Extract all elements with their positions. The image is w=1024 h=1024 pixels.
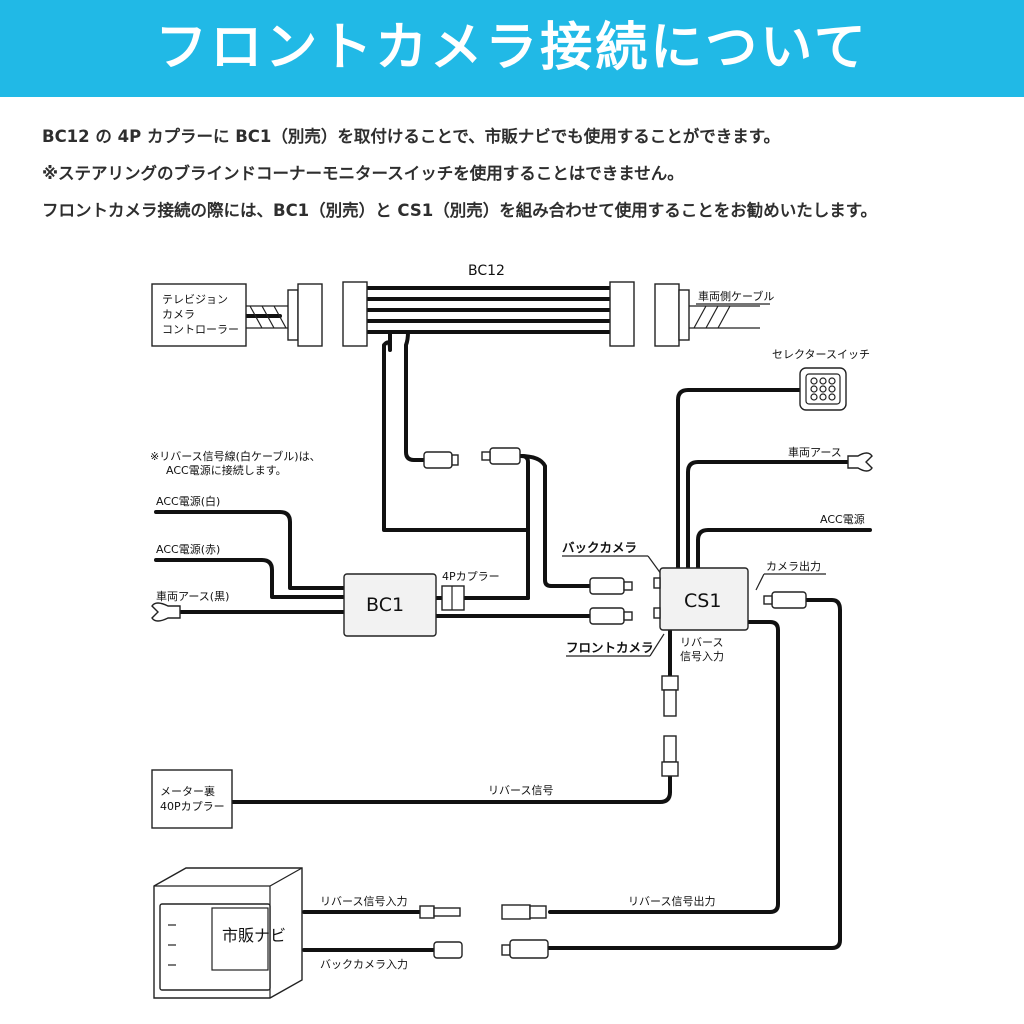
coupler-4p — [441, 585, 465, 611]
tv-controller-coupler — [287, 289, 299, 341]
navi-label: 市販ナビ — [222, 926, 286, 945]
reverse-input-spade-male — [661, 675, 679, 717]
cs1-unit — [659, 567, 749, 631]
reverse-output-label: リバース信号出力 — [628, 894, 715, 908]
note-line-1: BC12 の 4P カプラーに BC1（別売）を取付けることで、市販ナビでも使用… — [42, 127, 781, 146]
reverse-input-label-1: リバース — [680, 636, 723, 649]
camera-output-label: カメラ出力 — [766, 559, 821, 573]
navi-reverse-spade-male — [419, 905, 461, 919]
navi-reverse-input-label: リバース信号入力 — [320, 895, 407, 908]
tv-controller-label-1: テレビジョン — [162, 293, 228, 306]
tv-controller-box — [151, 283, 247, 347]
note-line-3: フロントカメラ接続の際には、BC1（別売）と CS1（別売）を組み合わせて使用す… — [42, 201, 878, 220]
meter-coupler-label-2: 40Pカプラー — [160, 800, 225, 813]
meter-coupler-label-1: メーター裏 — [160, 784, 215, 798]
ground-lug-right-icon — [847, 452, 873, 472]
reverse-note-line-1: ※リバース信号線(白ケーブル)は、 — [150, 449, 321, 463]
page-title: フロントカメラ接続について — [0, 0, 1024, 97]
meter-coupler-box — [151, 769, 233, 829]
tv-controller-label-3: コントローラー — [162, 323, 239, 336]
front-camera-rca-plug — [589, 607, 633, 625]
back-camera-rca-plug — [589, 577, 633, 595]
acc-white-label: ACC電源(白) — [156, 494, 220, 508]
tv-controller-label-2: カメラ — [162, 308, 195, 321]
coupler-4p-label: 4Pカプラー — [442, 570, 500, 583]
selector-switch-label: セレクタースイッチ — [772, 348, 870, 361]
bc12-right-connector — [609, 281, 635, 347]
ground-black-label: 車両アース(黒) — [156, 589, 229, 603]
bc12-left-connector — [342, 281, 368, 347]
navi-back-camera-rca-jack — [433, 941, 463, 959]
notes: BC12 の 4P カプラーに BC1（別売）を取付けることで、市販ナビでも使用… — [42, 118, 1017, 229]
reverse-signal-label: リバース信号 — [488, 784, 553, 797]
bc12-branch-plug-left — [423, 451, 453, 469]
bc12-label: BC12 — [468, 263, 505, 279]
wires — [154, 286, 872, 952]
note-line-2: ※ステアリングのブラインドコーナーモニタースイッチを使用することはできません。 — [42, 164, 684, 183]
back-camera-output-rca-plug — [501, 939, 549, 959]
bc1-label: BC1 — [366, 594, 404, 616]
ground-lug-left-icon — [151, 602, 181, 622]
back-camera-label: バックカメラ — [562, 540, 637, 555]
camera-output-rca-plug — [763, 591, 807, 609]
navi-unit — [153, 867, 303, 999]
reverse-output-spade-female — [501, 904, 547, 920]
vehicle-cable-coupler — [678, 289, 690, 341]
front-camera-label: フロントカメラ — [566, 640, 654, 655]
cs1-label: CS1 — [684, 590, 721, 612]
reverse-input-label-2: 信号入力 — [680, 650, 724, 663]
vehicle-cable-label: 車両側ケーブル — [698, 289, 774, 303]
vehicle-ground-label: 車両アース — [788, 445, 842, 459]
selector-switch-grid — [810, 377, 836, 401]
acc-power-label: ACC電源 — [820, 512, 865, 526]
bc12-branch-plug-right — [489, 447, 521, 465]
bc1-unit — [343, 573, 437, 637]
acc-red-label: ACC電源(赤) — [156, 542, 220, 556]
reverse-input-spade-female — [661, 735, 679, 777]
navi-back-camera-input-label: バックカメラ入力 — [320, 958, 408, 971]
reverse-note-line-2: ACC電源に接続します。 — [166, 463, 287, 477]
